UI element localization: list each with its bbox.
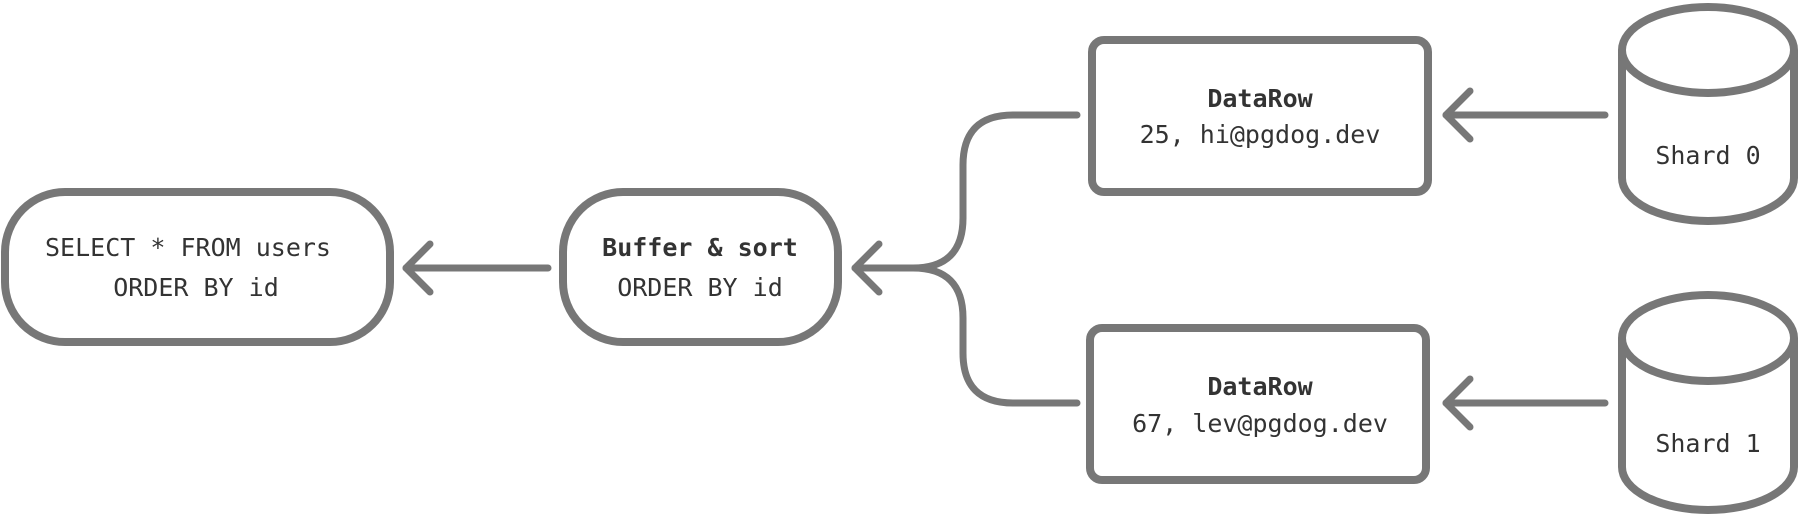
arrow-buffer-to-query: [402, 240, 552, 296]
query-line-1: SELECT * FROM users: [45, 233, 331, 262]
shard-1-database-icon: Shard 1: [1618, 291, 1798, 514]
shard-0-body: [1618, 50, 1798, 225]
shard-1-top: [1618, 291, 1798, 385]
arrow-datarows-to-buffer-head: [851, 240, 883, 296]
datarow-top-value: 25, hi@pgdog.dev: [1140, 120, 1381, 149]
datarow-top-title: DataRow: [1207, 84, 1313, 113]
connector-bottom-datarow: [909, 264, 1081, 407]
arrow-shard0-head: [1442, 87, 1474, 143]
datarow-bottom-title: DataRow: [1207, 372, 1313, 401]
datarow-bottom-shape: [1086, 324, 1430, 484]
arrow-buffer-to-query-head: [402, 240, 434, 296]
buffer-node: Buffer & sort ORDER BY id: [559, 188, 842, 346]
arrow-shard1-head: [1442, 375, 1474, 431]
connector-top-datarow: [851, 111, 1081, 272]
query-line-2: ORDER BY id: [113, 273, 279, 302]
buffer-line-2: ORDER BY id: [617, 273, 783, 302]
shard-0-top: [1618, 3, 1798, 97]
arrow-shard1-to-datarow: [1442, 375, 1609, 431]
arrow-shard0-to-datarow: [1442, 87, 1609, 143]
shard-1-body: [1618, 338, 1798, 514]
datarow-bottom: DataRow 67, lev@pgdog.dev: [1086, 324, 1430, 484]
datarow-top-shape: [1088, 36, 1432, 196]
datarow-bottom-value: 67, lev@pgdog.dev: [1132, 409, 1388, 438]
query-node-shape: [1, 188, 394, 346]
shard-0-label: Shard 0: [1655, 141, 1760, 170]
datarow-top: DataRow 25, hi@pgdog.dev: [1088, 36, 1432, 196]
shard-1-label: Shard 1: [1655, 429, 1760, 458]
buffer-node-shape: [559, 188, 842, 346]
buffer-line-1: Buffer & sort: [602, 233, 798, 262]
arrow-datarows-to-buffer: [851, 111, 1081, 407]
shard-0-database-icon: Shard 0: [1618, 3, 1798, 225]
query-node: SELECT * FROM users ORDER BY id: [1, 188, 394, 346]
